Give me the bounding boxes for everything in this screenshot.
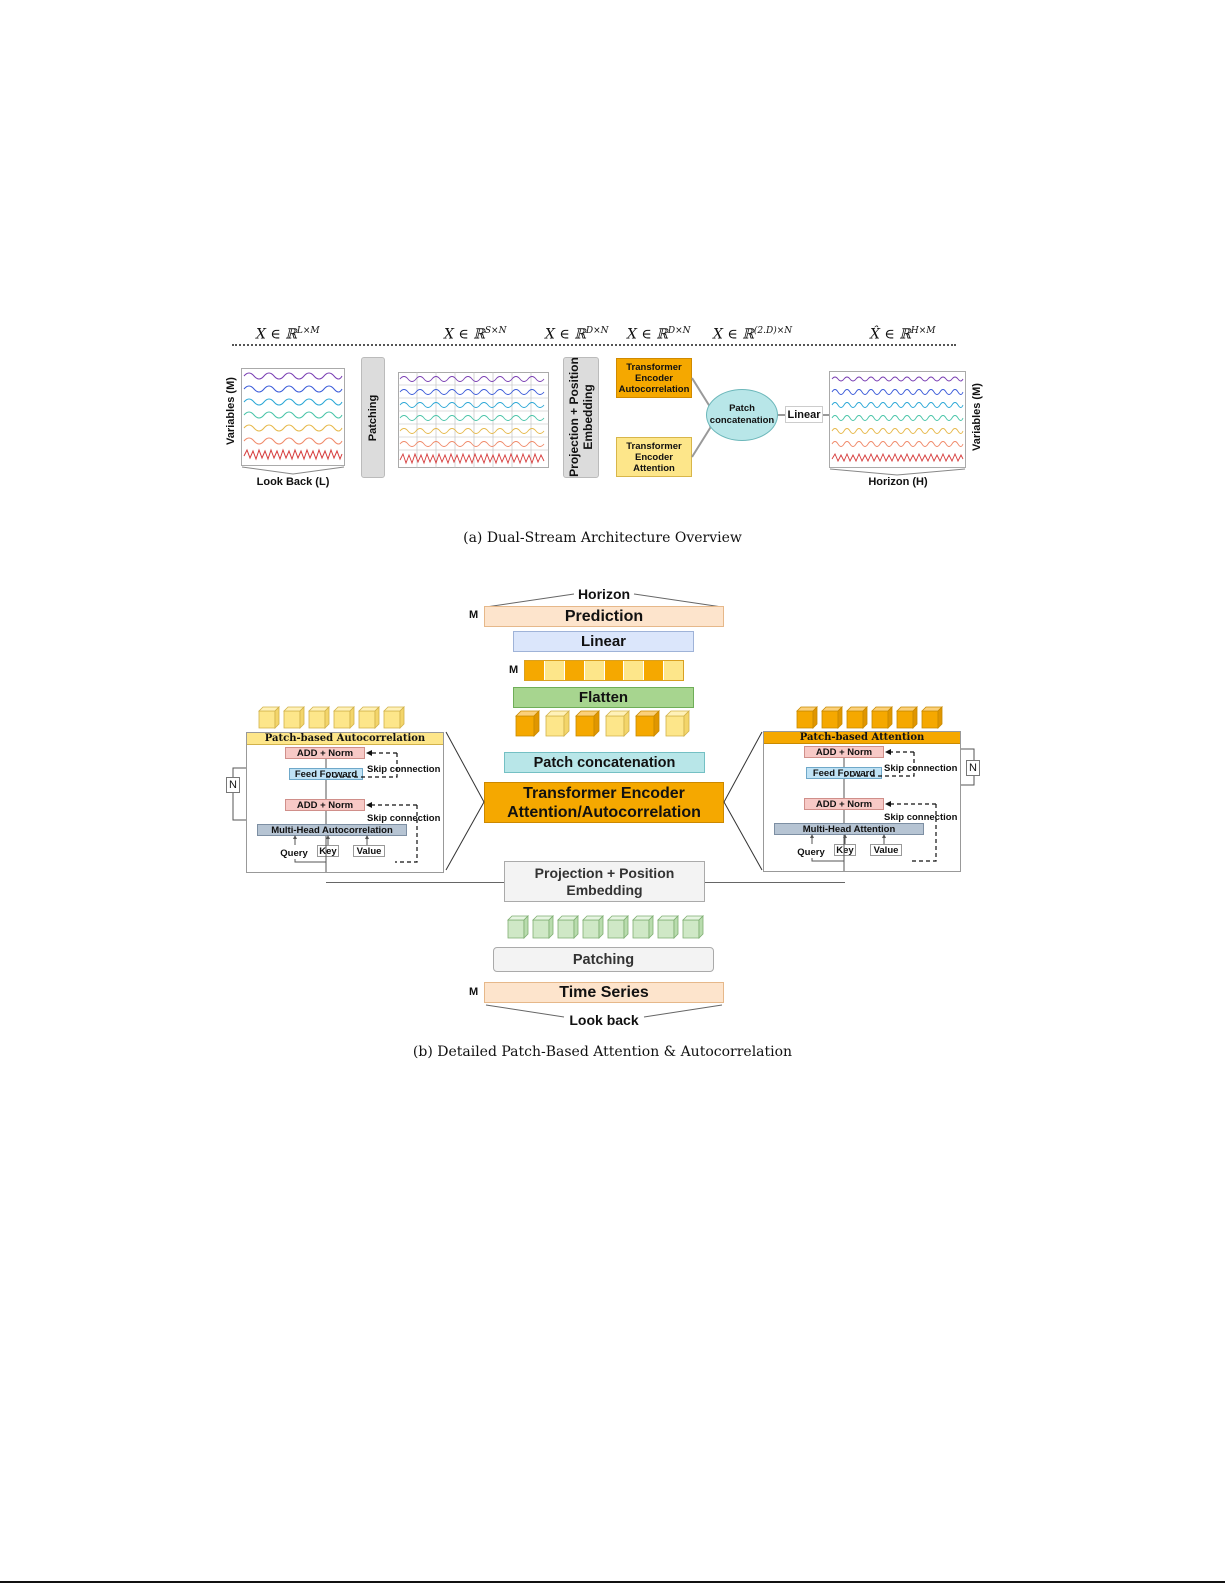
left-value: Value [353,845,385,857]
horizon-brace [829,468,966,476]
vector-cell [664,661,683,680]
dim-patch: X ∈ ℝS×N [444,326,507,343]
encoder-title-line2: Attention/Autocorrelation [507,803,701,821]
projection-box-b: Projection + Position Embedding [504,861,705,902]
vector-cell [624,661,645,680]
patching-box-b: Patching [493,947,714,972]
prediction-box: Prediction [484,606,724,627]
encoder-title-line1: Transformer Encoder [523,784,685,802]
left-n-box: N [226,777,240,793]
right-panel-flow [810,749,937,871]
dim-embed: X ∈ ℝD×N [545,326,609,343]
m-label-vector: M [509,664,519,676]
left-skip-1: Skip connection [367,764,441,775]
flattened-vector [524,660,684,681]
dim-encoder: X ∈ ℝD×N [627,326,691,343]
vector-cell [584,661,605,680]
left-feed-forward: Feed Forward [289,768,363,780]
left-add-norm-2: ADD + Norm [285,799,365,811]
lookback-label: Look Back (L) [256,476,330,488]
projection-line2: Embedding [566,881,643,898]
vector-cell [604,661,625,680]
left-n-loop [232,767,246,821]
input-patch-cubes [507,915,704,939]
vector-cell [544,661,565,680]
lookback-brace [241,466,345,475]
linear-connector-right [823,414,830,416]
right-add-norm-1: ADD + Norm [804,746,884,758]
patching-box: Patching [361,357,385,478]
right-value: Value [870,844,902,856]
right-add-norm-2: ADD + Norm [804,798,884,810]
linear-connector-left [778,414,786,416]
right-skip-1: Skip connection [884,763,958,774]
vector-cell [525,661,545,680]
look-back-title: Look back [569,1012,639,1028]
left-skip-2: Skip connection [367,813,441,824]
left-add-norm-1: ADD + Norm [285,747,365,759]
horizon-label: Horizon (H) [868,476,928,488]
horizon-wedge [485,593,723,608]
left-multi-head: Multi-Head Autocorrelation [257,824,407,836]
vector-cell [564,661,585,680]
right-n-box: N [966,760,980,776]
lookback-plot [241,368,345,466]
right-skip-2: Skip connection [884,812,958,823]
concat-patch-cubes [515,710,690,737]
right-key: Key [834,844,856,856]
right-feed-forward: Feed Forward [806,767,882,779]
left-panel-flow [293,750,418,872]
right-multi-head: Multi-Head Attention [774,823,924,835]
figure-a: X ∈ ℝL×M X ∈ ℝS×N X ∈ ℝD×N X ∈ ℝD×N X ∈ … [0,0,1225,560]
right-panel-title: Patch-based Attention [764,732,960,744]
right-query: Query [796,846,826,858]
left-query: Query [279,847,309,859]
time-series-box: Time Series [484,982,724,1003]
transformer-encoder-box: Transformer Encoder Attention/Autocorrel… [484,782,724,823]
encoder-autocorrelation-box: Transformer Encoder Autocorrelation [616,358,692,398]
m-label-timeseries: M [469,986,479,998]
variables-label-right: Variables (M) [971,383,983,451]
dim-lookback: X ∈ ℝL×M [256,326,320,343]
dim-output: X̂ ∈ ℝH×M [870,326,936,343]
flatten-box: Flatten [513,687,694,708]
lookback-wedge [485,1004,723,1018]
horizon-plot [829,371,966,468]
left-panel-title: Patch-based Autocorrelation [247,733,443,745]
vector-cell [644,661,665,680]
right-panel: Patch-based Attention ADD + Norm Feed Fo… [763,731,961,872]
linear-box-b: Linear [513,631,694,652]
left-key: Key [317,845,339,857]
projection-box: Projection + Position Embedding [563,357,599,478]
patched-plot [398,372,549,468]
patch-concat-ellipse: Patch concatenation [706,389,778,441]
projection-left-connector [326,882,504,883]
projection-right-connector [705,882,845,883]
caption-b: (b) Detailed Patch-Based Attention & Aut… [412,1044,793,1060]
patch-concat-box-b: Patch concatenation [504,752,705,773]
dotted-guide-line [232,344,956,346]
encoder-panel-connectors [445,731,763,871]
encoder-attention-box: Transformer Encoder Attention [616,437,692,477]
dim-concat: X ∈ ℝ(2.D)×N [713,326,793,343]
caption-a: (a) Dual-Stream Architecture Overview [463,530,742,546]
left-panel-cubes [258,706,405,729]
left-panel: Patch-based Autocorrelation ADD + Norm F… [246,732,444,873]
linear-box: Linear [785,406,823,423]
figure-b: Horizon M Prediction Linear M Flatten [0,560,1225,1080]
horizon-title: Horizon [577,586,631,602]
right-panel-cubes [796,706,943,729]
variables-label-left: Variables (M) [225,377,237,445]
page-bottom-rule [0,1581,1225,1583]
m-label-prediction: M [469,609,479,621]
projection-line1: Projection + Position [534,864,675,881]
